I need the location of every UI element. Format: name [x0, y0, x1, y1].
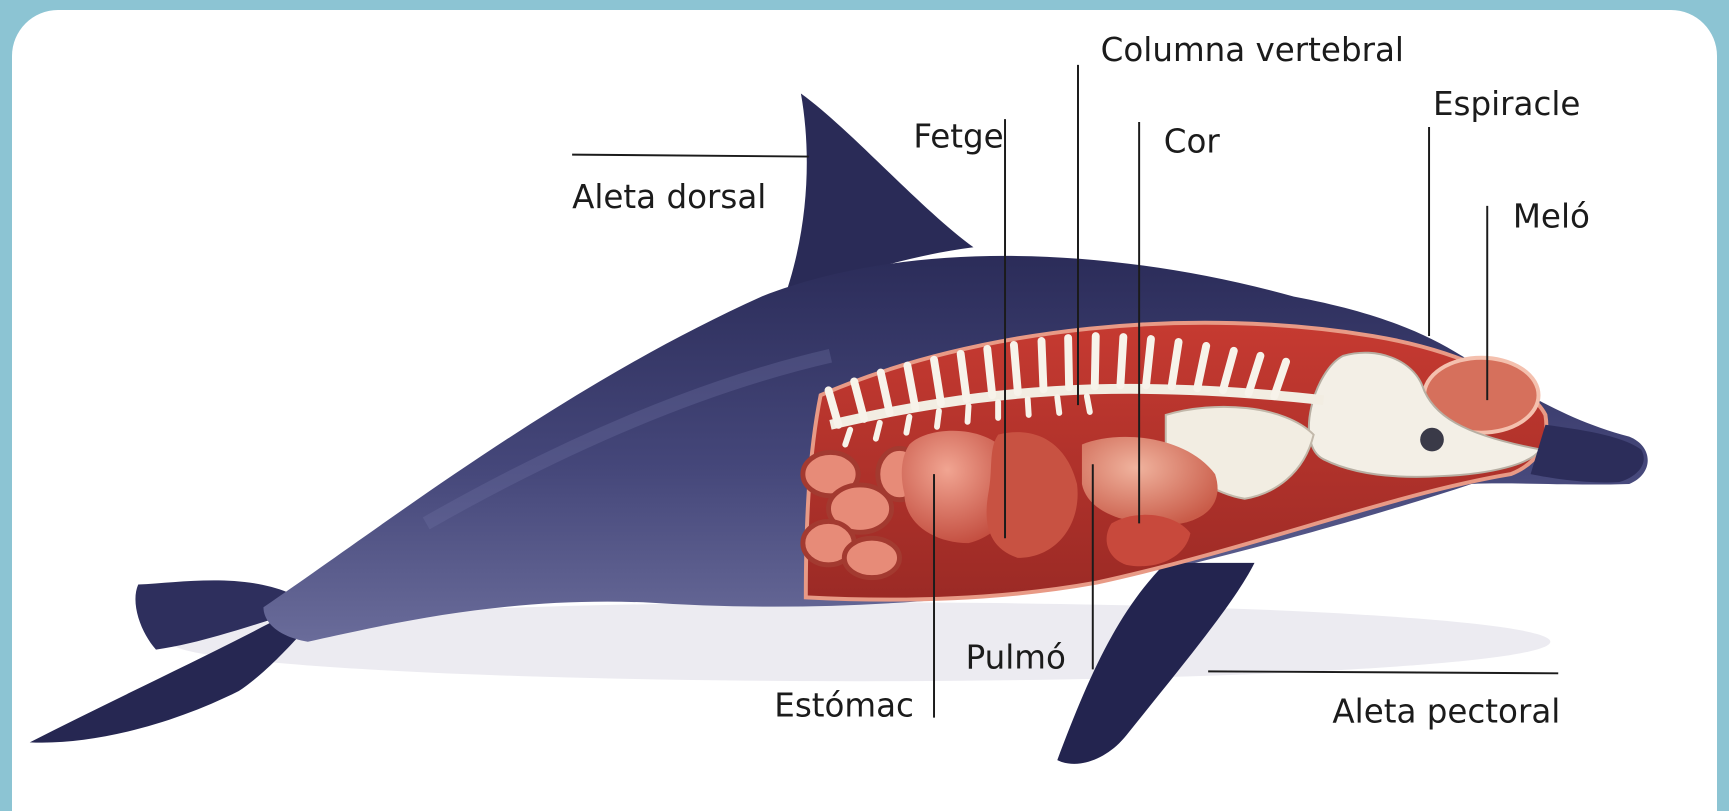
label-cor: Cor — [1164, 123, 1221, 161]
label-estomac: Estómac — [774, 687, 914, 725]
label-columna-vertebral: Columna vertebral — [1101, 31, 1404, 69]
label-espiracle: Espiracle — [1433, 85, 1580, 123]
label-aleta-pectoral: Aleta pectoral — [1332, 693, 1560, 731]
leader-aleta-dorsal — [572, 155, 809, 157]
label-aleta-dorsal: Aleta dorsal — [572, 178, 766, 216]
diagram-card: Aleta dorsal Fetge Columna vertebral Cor… — [12, 10, 1717, 811]
label-pulmo: Pulmó — [966, 638, 1066, 676]
dolphin-anatomy-diagram: Aleta dorsal Fetge Columna vertebral Cor… — [12, 10, 1717, 811]
label-fetge: Fetge — [913, 118, 1003, 156]
label-melo: Meló — [1513, 198, 1590, 236]
eye-socket — [1420, 428, 1444, 452]
snout — [1531, 425, 1644, 483]
